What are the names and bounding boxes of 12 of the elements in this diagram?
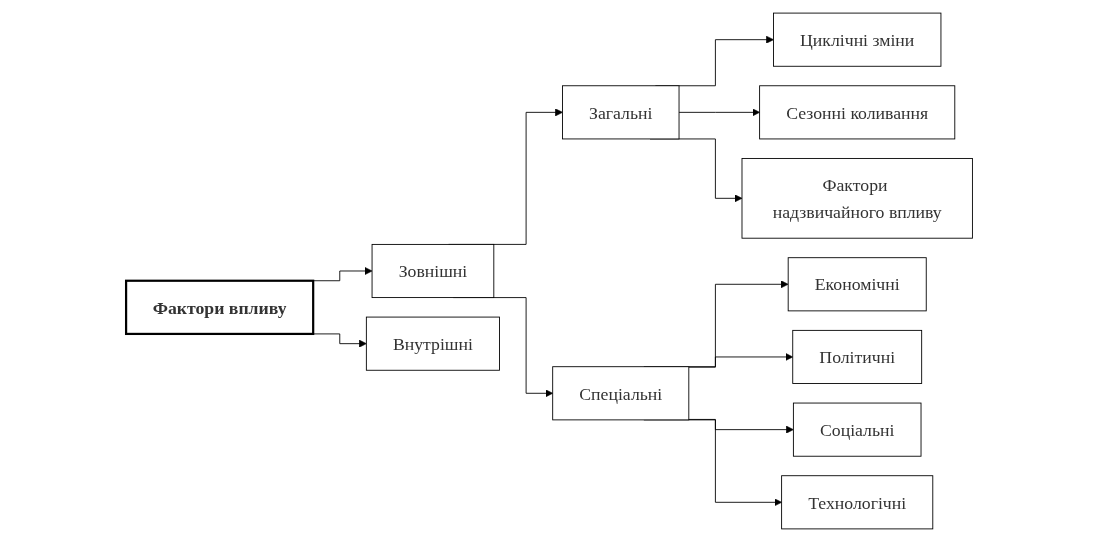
node-box: Внутрішні [366, 316, 501, 371]
node-box: Технологічні [781, 474, 934, 529]
node-box: Сезонні коливання [759, 84, 956, 139]
node-box: Фактори впливу [125, 279, 315, 335]
node-box: Соціальні [793, 402, 922, 457]
node-box: Зовнішні [371, 243, 495, 298]
node-box: Фактори надзвичайного впливу [741, 157, 974, 239]
node-box: Економічні [787, 256, 927, 311]
node-box: Загальні [562, 84, 680, 139]
node-box: Спеціальні [552, 365, 690, 420]
node-box: Політичні [792, 329, 923, 384]
node-box: Циклічні зміни [773, 12, 942, 67]
